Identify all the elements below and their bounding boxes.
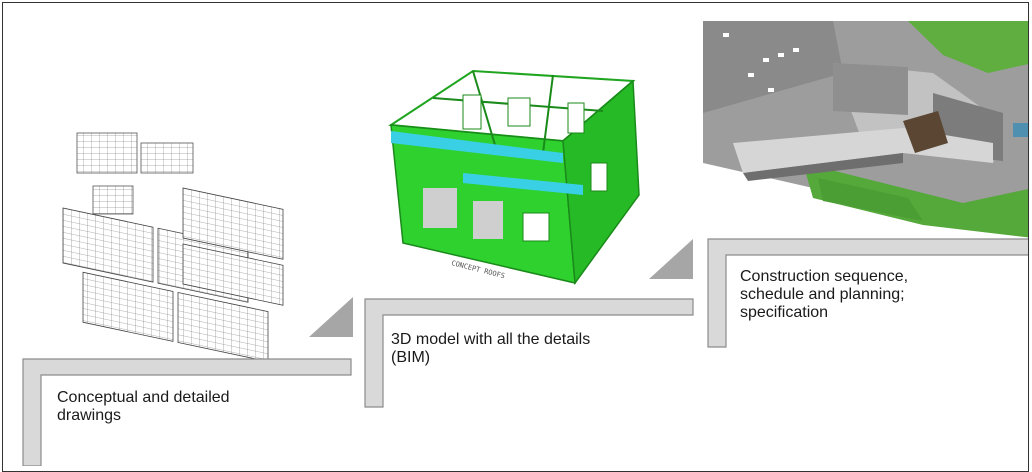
step-1-shape <box>22 358 352 466</box>
step-arrow-1 <box>309 297 353 337</box>
step-3-shape <box>707 238 1028 348</box>
step-2-caption: 3D model with all the details (BIM) <box>391 331 591 366</box>
technical-drawings-image <box>62 132 284 363</box>
step-3-caption: Construction sequence, schedule and plan… <box>740 268 909 321</box>
step-arrow-2 <box>649 239 693 279</box>
step-2-shape <box>364 298 694 408</box>
bim-3d-model-image: CONCEPT ROOFS <box>388 69 640 286</box>
diagram-canvas: CONCEPT ROOFS <box>22 21 1028 466</box>
step-1-caption: Conceptual and detailed drawings <box>57 389 230 424</box>
aerial-building-rendering-image <box>703 21 1028 238</box>
